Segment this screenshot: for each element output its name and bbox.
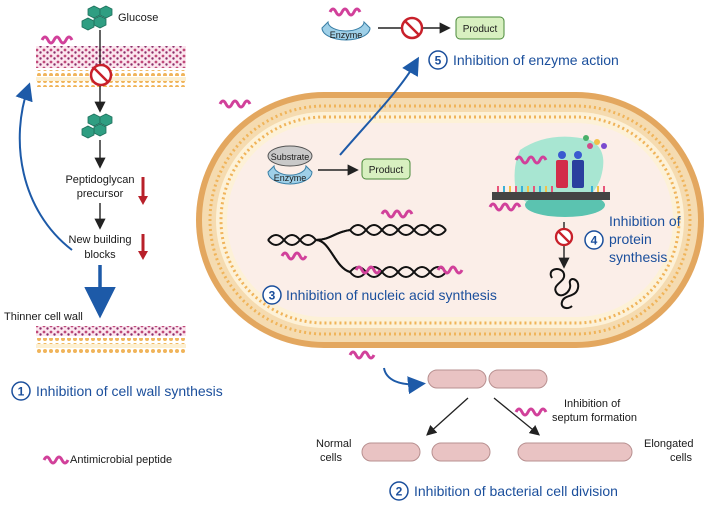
mechanism-1-label: 1 Inhibition of cell wall synthesis — [11, 381, 223, 401]
mechanism-4-title-2: protein — [609, 231, 652, 247]
glucose-label: Glucose — [118, 12, 158, 24]
septum-label-1: Inhibition of — [564, 398, 621, 410]
no-entry-icon — [554, 227, 574, 247]
peptidoglycan-layer — [36, 46, 186, 68]
mechanism-3-label: 3 Inhibition of nucleic acid synthesis — [262, 285, 497, 305]
pg-precursor-label-2: precursor — [77, 188, 124, 200]
protein-coil-icon — [549, 268, 580, 310]
mechanism-5-title: Inhibition of enzyme action — [453, 52, 619, 68]
svg-text:4: 4 — [591, 234, 598, 248]
normal-cell — [361, 442, 421, 462]
svg-text:3: 3 — [269, 289, 276, 303]
enzyme-top-label: Enzyme — [330, 30, 363, 40]
elongated-cells-label-2: cells — [670, 452, 693, 464]
pg-precursor-label-1: Peptidoglycan — [65, 174, 134, 186]
antimicrobial-peptide-icon — [514, 155, 548, 165]
elongated-cell — [517, 442, 633, 462]
product-box-top — [455, 16, 505, 40]
dividing-cell — [427, 369, 548, 389]
ribosome-icon — [492, 135, 610, 217]
normal-cells-label-2: cells — [320, 452, 343, 464]
svg-text:2: 2 — [396, 485, 403, 499]
antimicrobial-peptide-icon — [328, 7, 362, 17]
substrate-label: Substrate — [271, 152, 310, 162]
mechanism-4-title-1: Inhibition of — [609, 213, 681, 229]
elongated-cells-label-1: Elongated — [644, 438, 694, 450]
mechanism-3-title: Inhibition of nucleic acid synthesis — [286, 287, 497, 303]
antimicrobial-peptide-icon — [42, 455, 70, 465]
product-label: Product — [369, 165, 404, 176]
building-blocks-label-1: New building — [69, 234, 132, 246]
antimicrobial-peptide-icon — [280, 251, 308, 261]
mechanism-2-label: 2 Inhibition of bacterial cell division — [389, 481, 618, 501]
mechanism-4-title-3: synthesis — [609, 249, 667, 265]
red-down-arrow-icon — [138, 177, 148, 205]
enzyme-top — [321, 20, 371, 41]
antimicrobial-peptide-icon — [354, 265, 382, 275]
enzyme-substrate-complex: Substrate Enzyme — [267, 145, 313, 185]
antimicrobial-peptide-icon — [40, 35, 74, 45]
product-top-label: Product — [463, 24, 498, 35]
mechanism-4-label: 4 Inhibition of protein synthesis — [584, 213, 681, 265]
thinner-wall-label: Thinner cell wall — [4, 311, 83, 323]
antimicrobial-peptide-icon — [488, 202, 522, 212]
mechanism-2-title: Inhibition of bacterial cell division — [414, 483, 618, 499]
mechanism-5-label: 5 Inhibition of enzyme action — [428, 50, 619, 70]
no-entry-icon — [400, 16, 424, 40]
enzyme-label: Enzyme — [274, 173, 307, 183]
antimicrobial-peptide-icon — [436, 265, 464, 275]
antimicrobial-peptide-icon — [218, 99, 252, 109]
mechanism-1-title: Inhibition of cell wall synthesis — [36, 383, 223, 399]
glucose-hexagon-icon — [81, 113, 113, 139]
dna-icon — [267, 224, 447, 278]
glucose-hexagon-icon — [81, 5, 113, 31]
red-down-arrow-icon — [138, 234, 148, 260]
building-blocks-label-2: blocks — [84, 249, 116, 261]
svg-text:1: 1 — [18, 385, 25, 399]
antimicrobial-peptide-icon — [348, 350, 376, 360]
no-entry-icon — [89, 63, 113, 87]
antimicrobial-peptide-icon — [514, 407, 548, 417]
septum-label-2: septum formation — [552, 412, 637, 424]
normal-cells-label-1: Normal — [316, 438, 351, 450]
normal-cell — [431, 442, 491, 462]
svg-text:5: 5 — [435, 54, 442, 68]
cell-wall-panel: Glucose Peptidoglycan precursor New buil… — [4, 5, 223, 466]
product-box — [361, 158, 411, 180]
amp-legend-label: Antimicrobial peptide — [70, 454, 172, 466]
antimicrobial-peptide-icon — [380, 209, 414, 219]
